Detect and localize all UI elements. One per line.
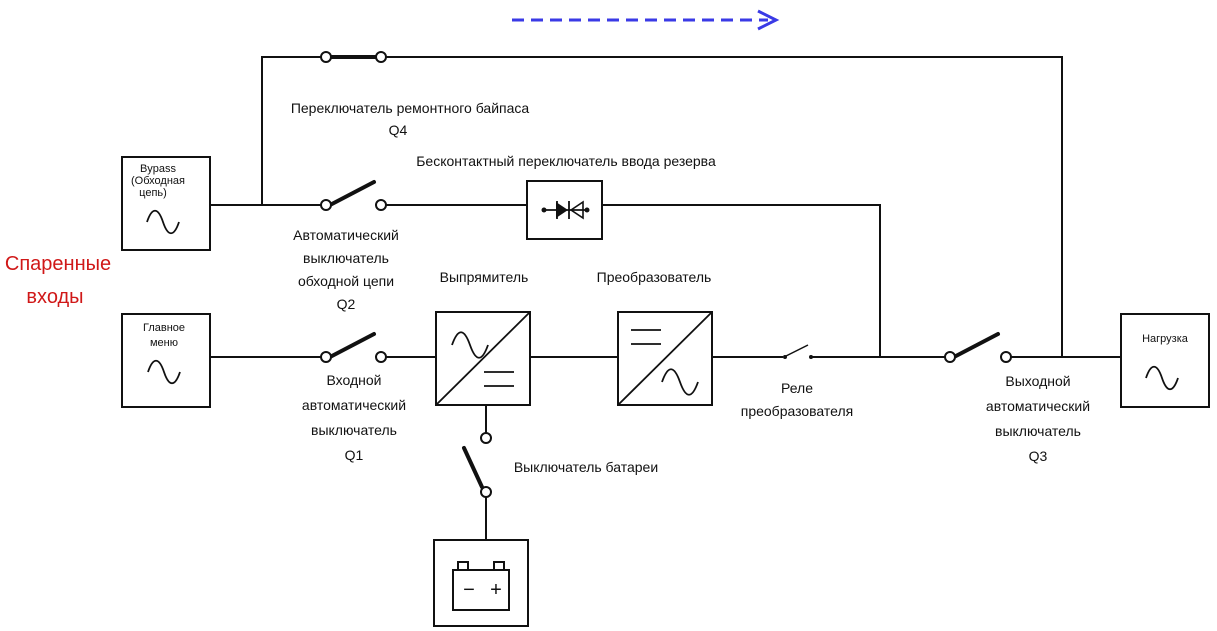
q4-maintenance-bypass-switch: [320, 51, 387, 63]
sine-wave-icon: [146, 209, 180, 235]
q3-output-breaker: [944, 332, 1012, 363]
wiring: [210, 56, 1121, 540]
main-source-label-1: Главное: [143, 322, 185, 334]
q2-bypass-breaker: [320, 180, 387, 211]
inverter-relay-label-1: Реле: [781, 380, 813, 396]
bypass-source: Bypass (Обходная цепь): [121, 156, 211, 251]
q3-id: Q3: [1029, 448, 1048, 464]
inverter: [617, 311, 713, 406]
rectifier-label: Выпрямитель: [440, 269, 529, 285]
bypass-source-label-3: цепь): [139, 187, 167, 199]
dashed-arrow-icon: [512, 9, 780, 31]
battery-plus: +: [490, 579, 502, 601]
q4-id: Q4: [389, 122, 408, 138]
inverter-relay: [783, 344, 813, 359]
q1-id: Q1: [345, 447, 364, 463]
rectifier: [435, 311, 531, 406]
q1-label-1: Входной: [326, 372, 381, 388]
q2-label-3: обходной цепи: [298, 273, 394, 289]
inverter-relay-label-2: преобразователя: [741, 403, 854, 419]
static-bypass-switch: [526, 180, 603, 240]
inverter-label: Преобразователь: [597, 269, 712, 285]
q3-label-2: автоматический: [986, 398, 1090, 414]
sine-wave-icon: [1145, 365, 1179, 391]
battery-icon: − +: [452, 561, 510, 611]
main-source: Главное меню: [121, 313, 211, 408]
thyristor-icon: [541, 200, 590, 220]
load: Нагрузка: [1120, 313, 1210, 408]
static-switch-label: Бесконтактный переключатель ввода резерв…: [416, 153, 716, 169]
q1-input-breaker: [320, 332, 387, 363]
battery-switch: [462, 432, 492, 498]
bypass-source-label-1: Bypass: [140, 163, 177, 175]
labels: Переключатель ремонтного байпаса Q4 Беск…: [5, 100, 1090, 475]
q2-id: Q2: [337, 296, 356, 312]
battery-switch-label: Выключатель батареи: [514, 459, 658, 475]
q1-label-3: выключатель: [311, 422, 397, 438]
battery-minus: −: [463, 579, 475, 601]
sine-wave-icon: [147, 359, 181, 385]
q3-label-3: выключатель: [995, 423, 1081, 439]
main-source-label-2: меню: [150, 337, 178, 349]
battery: − +: [433, 539, 529, 627]
q1-label-2: автоматический: [302, 397, 406, 413]
bypass-source-label-2: (Обходная: [131, 175, 185, 187]
q2-label-1: Автоматический: [293, 227, 399, 243]
paired-inputs-label-1: Спаренные: [5, 253, 111, 275]
paired-inputs-label-2: входы: [26, 286, 83, 308]
load-label: Нагрузка: [1142, 333, 1189, 345]
q4-label: Переключатель ремонтного байпаса: [291, 100, 530, 116]
q2-label-2: выключатель: [303, 250, 389, 266]
q3-label-1: Выходной: [1005, 373, 1070, 389]
